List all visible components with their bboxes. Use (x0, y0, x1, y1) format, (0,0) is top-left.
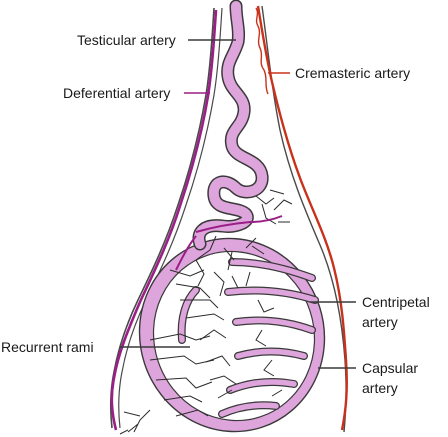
centripetal-band (219, 402, 279, 417)
centripetal-arteries (177, 258, 319, 418)
label-capsular-line2: artery (362, 380, 398, 396)
label-cremasteric-artery: Cremasteric artery (295, 65, 410, 81)
label-centripetal-line2: artery (362, 314, 398, 330)
cremasteric-artery-wiggle (255, 7, 269, 95)
centripetal-band (227, 379, 297, 393)
deferential-artery-branch (195, 215, 283, 233)
centripetal-band (235, 348, 307, 359)
label-deferential-artery: Deferential artery (63, 85, 170, 101)
recurrent-rami-branches (119, 189, 293, 435)
label-recurrent-rami: Recurrent rami (1, 339, 94, 355)
label-capsular-line1: Capsular (362, 360, 418, 376)
label-testicular-artery: Testicular artery (77, 32, 176, 48)
deferential-artery-branch-lower (175, 235, 197, 271)
testicular-artery-vessel-fill (194, 1, 268, 249)
cremasteric-artery-vessel (256, 5, 348, 431)
deferential-artery-vessel (110, 9, 218, 431)
outer-outline-left-inner (118, 7, 223, 429)
centripetal-band (229, 259, 315, 281)
centripetal-band (233, 317, 315, 333)
label-centripetal-line1: Centripetal (362, 294, 430, 310)
centripetal-band (225, 287, 318, 303)
